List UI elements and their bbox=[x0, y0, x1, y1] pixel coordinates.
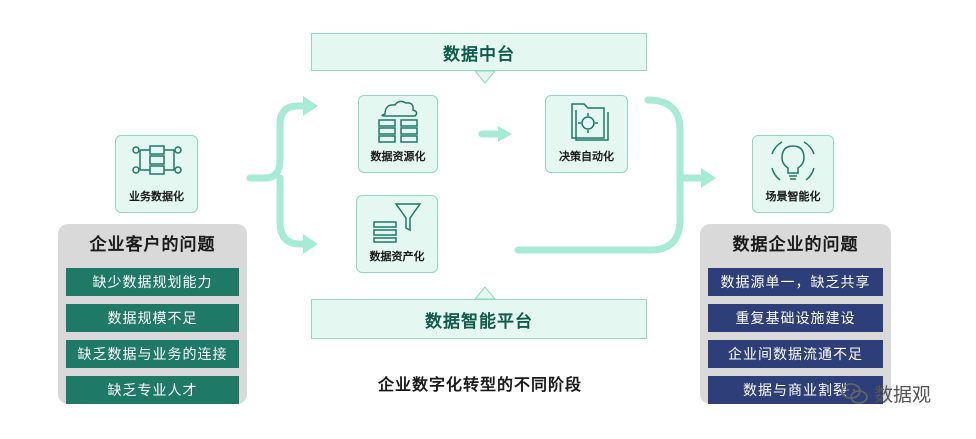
diagram-caption: 企业数字化转型的不同阶段 bbox=[377, 375, 582, 394]
funnel-stack-icon bbox=[373, 203, 422, 243]
arrowhead-right bbox=[701, 168, 716, 188]
gear-folder-icon bbox=[570, 103, 609, 141]
watermark: 数据观 bbox=[840, 380, 931, 407]
right-panel-title: 数据企业的问题 bbox=[732, 235, 859, 255]
node-business: 业务数据化 bbox=[115, 135, 198, 213]
lightbulb-icon bbox=[771, 141, 815, 181]
data-middle-platform-bar: 数据中台 bbox=[311, 33, 647, 71]
left-problem-item: 缺少数据规划能力 bbox=[66, 268, 239, 296]
data-middle-platform-label: 数据中台 bbox=[443, 44, 515, 65]
fork-arrow-lower bbox=[276, 174, 309, 248]
node-decision: 决策自动化 bbox=[545, 95, 628, 173]
data-intelligence-platform-bar: 数据智能平台 bbox=[311, 299, 647, 339]
right-problem-item: 企业间数据流通不足 bbox=[708, 340, 883, 368]
network-data-icon bbox=[131, 145, 182, 175]
node-asset: 数据资产化 bbox=[356, 195, 438, 273]
node-business-label: 业务数据化 bbox=[129, 190, 184, 203]
data-intelligence-platform-label: 数据智能平台 bbox=[425, 311, 533, 332]
left-panel-title: 企业客户的问题 bbox=[89, 235, 216, 255]
left-problem-item: 数据规模不足 bbox=[66, 304, 239, 332]
merge-arrow-lower bbox=[514, 174, 684, 254]
merge-arrow-upper bbox=[644, 96, 707, 182]
right-problem-item: 数据源单一，缺乏共享 bbox=[708, 268, 883, 296]
down-pointer-icon bbox=[474, 70, 496, 84]
arrowhead-upper bbox=[303, 96, 318, 116]
data-enterprise-problems-panel: 数据企业的问题 数据源单一，缺乏共享 重复基础设施建设 企业间数据流通不足 数据… bbox=[700, 224, 891, 404]
arrowhead-lower bbox=[303, 234, 318, 254]
left-problem-item: 缺乏专业人才 bbox=[66, 376, 239, 404]
node-asset-label: 数据资产化 bbox=[369, 250, 425, 263]
wechat-icon bbox=[841, 382, 868, 404]
node-decision-label: 决策自动化 bbox=[559, 150, 614, 163]
node-scene: 场景智能化 bbox=[752, 135, 834, 213]
watermark-text: 数据观 bbox=[874, 384, 932, 406]
right-problem-item: 重复基础设施建设 bbox=[708, 304, 883, 332]
node-resource-label: 数据资源化 bbox=[370, 150, 426, 163]
fork-arrow-upper bbox=[246, 102, 309, 182]
cloud-server-icon bbox=[378, 100, 418, 143]
node-scene-label: 场景智能化 bbox=[765, 190, 821, 203]
left-problem-item: 缺乏数据与业务的连接 bbox=[66, 340, 239, 368]
enterprise-client-problems-panel: 企业客户的问题 缺少数据规划能力 数据规模不足 缺乏数据与业务的连接 缺乏专业人… bbox=[58, 224, 247, 404]
up-pointer-icon bbox=[474, 286, 496, 300]
arrowhead-middle bbox=[498, 126, 512, 142]
node-resource: 数据资源化 bbox=[358, 95, 438, 173]
